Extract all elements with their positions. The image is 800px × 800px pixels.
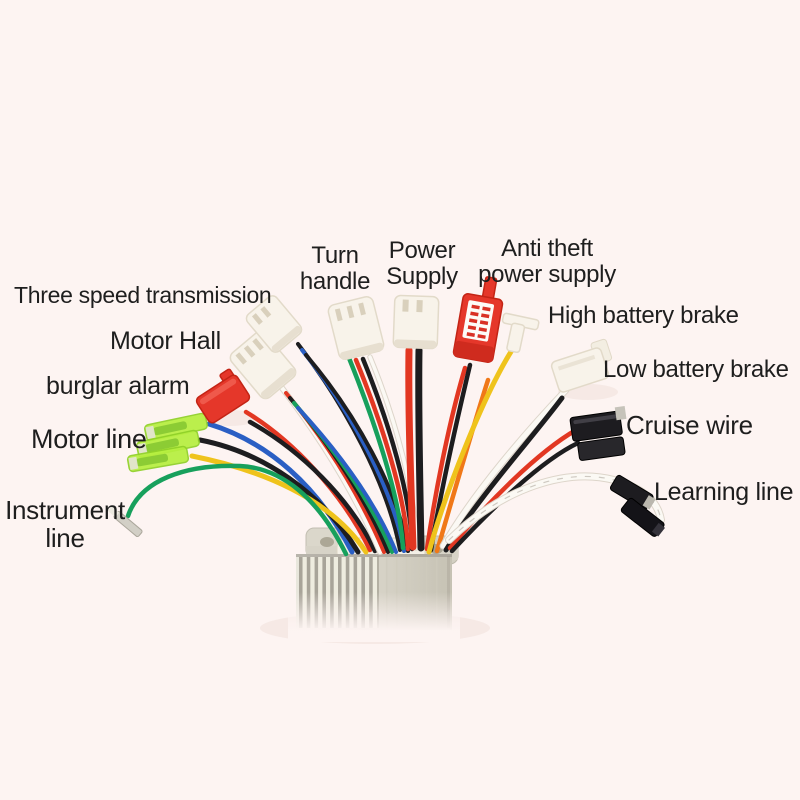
wire-high-battery-brake xyxy=(426,347,515,555)
label-motor-line: Motor line xyxy=(31,424,147,454)
cruise-wire-connectors xyxy=(569,406,627,461)
three-speed-connector xyxy=(245,295,303,353)
turn-handle-connector xyxy=(327,296,385,360)
wire-instrument-line xyxy=(125,463,349,557)
power-supply-connector xyxy=(392,294,440,350)
burglar-alarm-connector xyxy=(195,368,251,424)
wires-burglar-alarm xyxy=(243,409,378,554)
anti-theft-label-marks xyxy=(466,304,491,339)
label-burglar-alarm: burglar alarm xyxy=(46,372,190,400)
instrument-line-terminal xyxy=(107,506,143,538)
wires xyxy=(125,342,665,557)
label-cruise-wire: Cruise wire xyxy=(626,410,753,440)
motor-line-terminals xyxy=(126,412,208,473)
wires-motor-hall xyxy=(279,385,398,555)
wires-motor-line xyxy=(189,421,369,555)
label-turn-handle: Turn handle xyxy=(299,242,371,295)
label-motor-hall: Motor Hall xyxy=(110,327,221,355)
motor-hall-connector xyxy=(229,330,297,400)
learning-line-connectors xyxy=(609,474,665,537)
label-high-battery-brake: High battery brake xyxy=(548,302,739,329)
low-battery-brake-connector xyxy=(550,338,613,393)
label-low-battery-brake: Low battery brake xyxy=(603,356,789,383)
high-battery-brake-terminal xyxy=(501,312,540,354)
anti-theft-connector xyxy=(452,276,504,363)
label-three-speed-transmission: Three speed transmission xyxy=(14,282,272,308)
wires-turn-handle xyxy=(346,354,419,552)
label-learning-line: Learning line xyxy=(654,478,794,506)
body-bottom-fade xyxy=(288,592,460,642)
label-power-supply: Power Supply xyxy=(386,237,458,290)
label-anti-theft-power-supply: Anti theft power supply xyxy=(478,235,616,288)
wires-power-supply xyxy=(405,346,425,552)
label-instrument-line: Instrument line xyxy=(5,495,125,554)
